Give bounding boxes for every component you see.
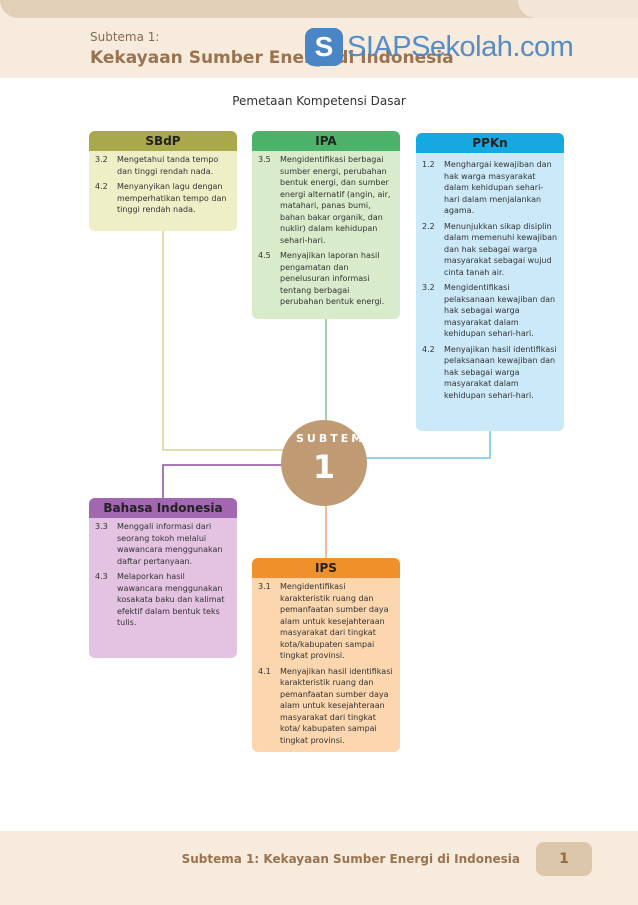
connector-bindo (162, 464, 300, 500)
watermark-logo: S SIAPSekolah.com (305, 28, 574, 66)
connector-sbdp (162, 175, 305, 451)
circle-label: SUBTEMA (296, 432, 377, 445)
footer-title: Subtema 1: Kekayaan Sumber Energi di Ind… (181, 852, 520, 866)
subtema-label: Subtema 1: (90, 30, 160, 44)
footer-band (0, 831, 638, 905)
diagram-title: Pemetaan Kompetensi Dasar (232, 94, 406, 108)
box-ips-title: IPS (252, 558, 400, 578)
box-ppkn-title: PPKn (416, 133, 564, 153)
watermark-text: SIAPSekolah.com (347, 30, 574, 63)
subtema-circle (281, 420, 367, 506)
watermark-badge: S (305, 28, 343, 66)
box-bindo-title: Bahasa Indonesia (89, 498, 237, 518)
page-number: 1 (536, 842, 592, 876)
circle-number: 1 (312, 448, 336, 486)
header-accent-strip (0, 0, 638, 18)
subtema-title: Kekayaan Sumber Energi di Indonesia (90, 48, 454, 68)
box-ipa-title: IPA (252, 131, 400, 151)
box-sbdp-title: SBdP (89, 131, 237, 151)
